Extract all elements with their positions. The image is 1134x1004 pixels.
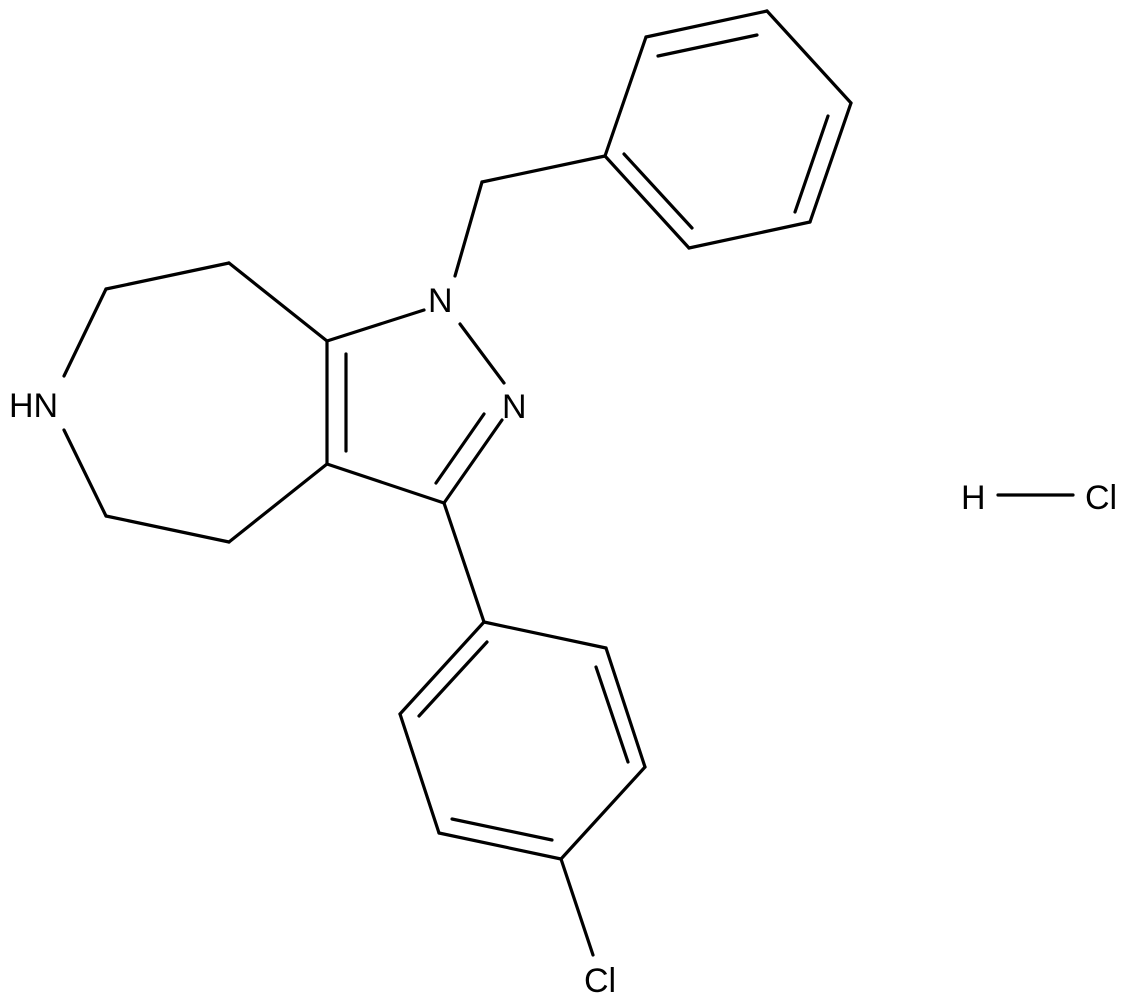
bond-ar	[559, 765, 647, 861]
bond-n2-c3	[442, 418, 504, 505]
atom-label-nh: HN	[9, 387, 58, 425]
salt-label-cl: Cl	[1085, 479, 1117, 517]
atom-label-n1: N	[428, 282, 453, 320]
bond-ph	[765, 9, 853, 105]
azepane-ring	[62, 261, 329, 544]
bond-ph-inner	[793, 114, 830, 214]
bond-n-c	[62, 428, 108, 518]
bond-ph-inner	[622, 152, 694, 230]
bond-c-c	[227, 462, 329, 544]
bond-ph	[644, 9, 769, 39]
atom-label-cl-aryl: Cl	[584, 962, 616, 1000]
bond-ar-inner	[594, 665, 630, 764]
bond-c3-c	[325, 462, 446, 505]
bond-ch2-ph	[480, 154, 607, 184]
bond-c-c	[104, 514, 231, 544]
bond-ar	[398, 712, 441, 835]
bond-n2-c3-inner	[434, 412, 486, 485]
bond-c-c	[227, 261, 329, 343]
bond-ar-inner	[450, 817, 554, 842]
benzyl-group	[453, 9, 853, 278]
bond-ph-inner	[656, 33, 759, 58]
bond-n1-ch2	[453, 180, 484, 278]
salt-label-h: H	[961, 479, 986, 517]
bond-c-cl	[559, 857, 595, 957]
bond-c-n1	[325, 308, 426, 343]
bond-ph	[687, 220, 812, 250]
bond-c-c	[104, 261, 231, 291]
pyrazole-ring	[325, 308, 506, 505]
bond-ar	[482, 620, 608, 650]
bond-ph	[603, 35, 648, 158]
bond-ar	[437, 831, 563, 861]
bond-n1-n2	[458, 322, 506, 385]
chlorophenyl-group	[398, 501, 647, 957]
bond-ph	[808, 101, 853, 224]
bond-c3-aryl	[442, 501, 486, 624]
atom-label-n2: N	[502, 388, 527, 426]
bond-ar	[604, 646, 647, 769]
bond-ar-inner	[417, 640, 489, 718]
bond-ar	[398, 620, 486, 716]
bond-ph	[603, 154, 691, 250]
bond-c-n	[62, 287, 108, 378]
